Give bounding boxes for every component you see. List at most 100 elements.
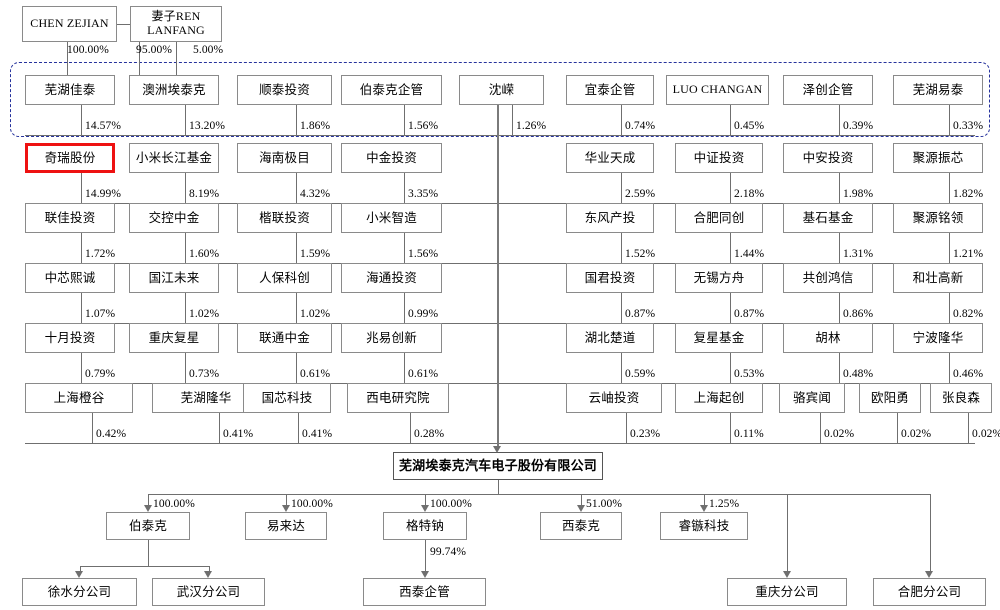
shareholder-box-6-9[interactable]: 张良森 bbox=[930, 383, 992, 413]
shareholder-box-5-6[interactable]: 复星基金 bbox=[675, 323, 763, 353]
shareholder-box-2-8[interactable]: 聚源振芯 bbox=[893, 143, 983, 173]
shareholder-percent-1-7: 0.45% bbox=[734, 120, 765, 132]
shareholder-box-3-5[interactable]: 东风产投 bbox=[566, 203, 654, 233]
connector-line bbox=[79, 566, 81, 572]
shareholder-box-3-3[interactable]: 楷联投资 bbox=[237, 203, 332, 233]
connector-line bbox=[621, 353, 622, 383]
connector-line bbox=[949, 293, 950, 323]
shareholder-box-3-2[interactable]: 交控中金 bbox=[129, 203, 219, 233]
shareholder-box-4-1[interactable]: 中芯熙诚 bbox=[25, 263, 115, 293]
subsidiary-box-4[interactable]: 西泰克 bbox=[540, 512, 622, 540]
shareholder-box-5-4[interactable]: 兆易创新 bbox=[341, 323, 442, 353]
connector-line bbox=[968, 413, 969, 443]
connector-line bbox=[92, 413, 93, 443]
shareholder-box-6-3[interactable]: 国芯科技 bbox=[243, 383, 331, 413]
shareholder-box-6-8[interactable]: 欧阳勇 bbox=[859, 383, 921, 413]
shareholder-box-1-6[interactable]: 宜泰企管 bbox=[566, 75, 654, 105]
connector-line bbox=[185, 105, 186, 135]
shareholder-percent-3-7: 1.31% bbox=[843, 248, 874, 260]
shareholder-box-2-6[interactable]: 中证投资 bbox=[675, 143, 763, 173]
connector-line bbox=[67, 42, 68, 75]
connector-line bbox=[949, 173, 950, 203]
shareholder-box-2-3[interactable]: 海南极目 bbox=[237, 143, 332, 173]
subsidiary-box-1[interactable]: 伯泰克 bbox=[106, 512, 190, 540]
shareholder-box-5-5[interactable]: 湖北楚道 bbox=[566, 323, 654, 353]
shareholder-box-3-8[interactable]: 聚源铭领 bbox=[893, 203, 983, 233]
connector-line bbox=[185, 233, 186, 263]
shareholder-percent-4-7: 0.86% bbox=[843, 308, 874, 320]
branch-box-1[interactable]: 重庆分公司 bbox=[727, 578, 847, 606]
shareholder-box-5-1[interactable]: 十月投资 bbox=[25, 323, 115, 353]
connector-line bbox=[81, 353, 82, 383]
shareholder-box-4-3[interactable]: 人保科创 bbox=[237, 263, 332, 293]
shareholder-box-1-7[interactable]: LUO CHANGAN bbox=[666, 75, 769, 105]
third-level-box-2[interactable]: 武汉分公司 bbox=[152, 578, 265, 606]
person-box-0[interactable]: CHEN ZEJIAN bbox=[22, 6, 117, 42]
shareholder-percent-4-5: 0.87% bbox=[625, 308, 656, 320]
shareholder-box-4-4[interactable]: 海通投资 bbox=[341, 263, 442, 293]
shareholder-box-4-2[interactable]: 国江未来 bbox=[129, 263, 219, 293]
shareholder-percent-5-5: 0.59% bbox=[625, 368, 656, 380]
shareholder-percent-5-4: 0.61% bbox=[408, 368, 439, 380]
subsidiary-box-3[interactable]: 格特钠 bbox=[383, 512, 467, 540]
shareholder-box-1-5[interactable]: 沈嵘 bbox=[459, 75, 544, 105]
shareholder-box-3-1[interactable]: 联佳投资 bbox=[25, 203, 115, 233]
shareholder-box-2-4[interactable]: 中金投资 bbox=[341, 143, 442, 173]
shareholder-box-2-2[interactable]: 小米长江基金 bbox=[129, 143, 219, 173]
shareholder-box-5-7[interactable]: 胡林 bbox=[783, 323, 873, 353]
shareholder-box-6-2[interactable]: 芜湖隆华 bbox=[152, 383, 260, 413]
shareholder-box-2-5[interactable]: 华业天成 bbox=[566, 143, 654, 173]
shareholder-box-4-7[interactable]: 共创鸿信 bbox=[783, 263, 873, 293]
connector-line bbox=[139, 24, 140, 75]
shareholder-box-6-6[interactable]: 上海起创 bbox=[675, 383, 763, 413]
third-level-box-3[interactable]: 西泰企管 bbox=[363, 578, 486, 606]
main-company-box[interactable]: 芜湖埃泰克汽车电子股份有限公司 bbox=[393, 452, 603, 480]
shareholder-box-5-2[interactable]: 重庆复星 bbox=[129, 323, 219, 353]
shareholder-box-6-7[interactable]: 骆宾闻 bbox=[779, 383, 845, 413]
shareholder-box-1-9[interactable]: 芜湖易泰 bbox=[893, 75, 983, 105]
connector-line bbox=[298, 413, 299, 443]
person-box-1[interactable]: 妻子REN LANFANG bbox=[130, 6, 222, 42]
shareholder-percent-3-4: 1.56% bbox=[408, 248, 439, 260]
connector-line bbox=[425, 494, 426, 506]
shareholder-box-3-7[interactable]: 基石基金 bbox=[783, 203, 873, 233]
shareholder-box-2-1[interactable]: 奇瑞股份 bbox=[25, 143, 115, 173]
subsidiary-box-2[interactable]: 易来达 bbox=[245, 512, 327, 540]
shareholder-box-3-4[interactable]: 小米智造 bbox=[341, 203, 442, 233]
shareholder-box-6-1[interactable]: 上海橙谷 bbox=[25, 383, 133, 413]
connector-line bbox=[581, 494, 582, 506]
connector-line bbox=[185, 353, 186, 383]
shareholder-box-5-3[interactable]: 联通中金 bbox=[237, 323, 332, 353]
shareholder-box-6-4[interactable]: 西电研究院 bbox=[347, 383, 449, 413]
arrow-head bbox=[925, 571, 933, 578]
shareholder-box-2-7[interactable]: 中安投资 bbox=[783, 143, 873, 173]
shareholder-box-4-8[interactable]: 和壮高新 bbox=[893, 263, 983, 293]
connector-line bbox=[404, 105, 405, 135]
connector-line bbox=[79, 566, 209, 567]
shareholder-box-3-6[interactable]: 合肥同创 bbox=[675, 203, 763, 233]
shareholder-box-1-3[interactable]: 顺泰投资 bbox=[237, 75, 332, 105]
shareholder-box-1-4[interactable]: 伯泰克企管 bbox=[341, 75, 442, 105]
shareholder-percent-6-4: 0.28% bbox=[414, 428, 445, 440]
shareholder-box-6-5[interactable]: 云岫投资 bbox=[566, 383, 662, 413]
shareholder-box-1-1[interactable]: 芜湖佳泰 bbox=[25, 75, 115, 105]
shareholder-percent-3-6: 1.44% bbox=[734, 248, 765, 260]
connector-line bbox=[404, 353, 405, 383]
shareholder-box-4-5[interactable]: 国君投资 bbox=[566, 263, 654, 293]
connector-line bbox=[148, 540, 149, 566]
branch-box-2[interactable]: 合肥分公司 bbox=[873, 578, 986, 606]
connector-line bbox=[25, 135, 975, 136]
connector-line bbox=[839, 353, 840, 383]
third-level-box-1[interactable]: 徐水分公司 bbox=[22, 578, 137, 606]
shareholder-percent-6-6: 0.11% bbox=[734, 428, 764, 440]
shareholder-percent-6-9: 0.02% bbox=[972, 428, 1000, 440]
connector-line bbox=[296, 293, 297, 323]
shareholder-percent-5-7: 0.48% bbox=[843, 368, 874, 380]
shareholder-box-1-2[interactable]: 澳洲埃泰克 bbox=[129, 75, 219, 105]
connector-line bbox=[730, 293, 731, 323]
subsidiary-box-5[interactable]: 睿镞科技 bbox=[660, 512, 748, 540]
shareholder-box-4-6[interactable]: 无锡方舟 bbox=[675, 263, 763, 293]
shareholder-box-1-8[interactable]: 泽创企管 bbox=[783, 75, 873, 105]
shareholder-box-5-8[interactable]: 宁波隆华 bbox=[893, 323, 983, 353]
